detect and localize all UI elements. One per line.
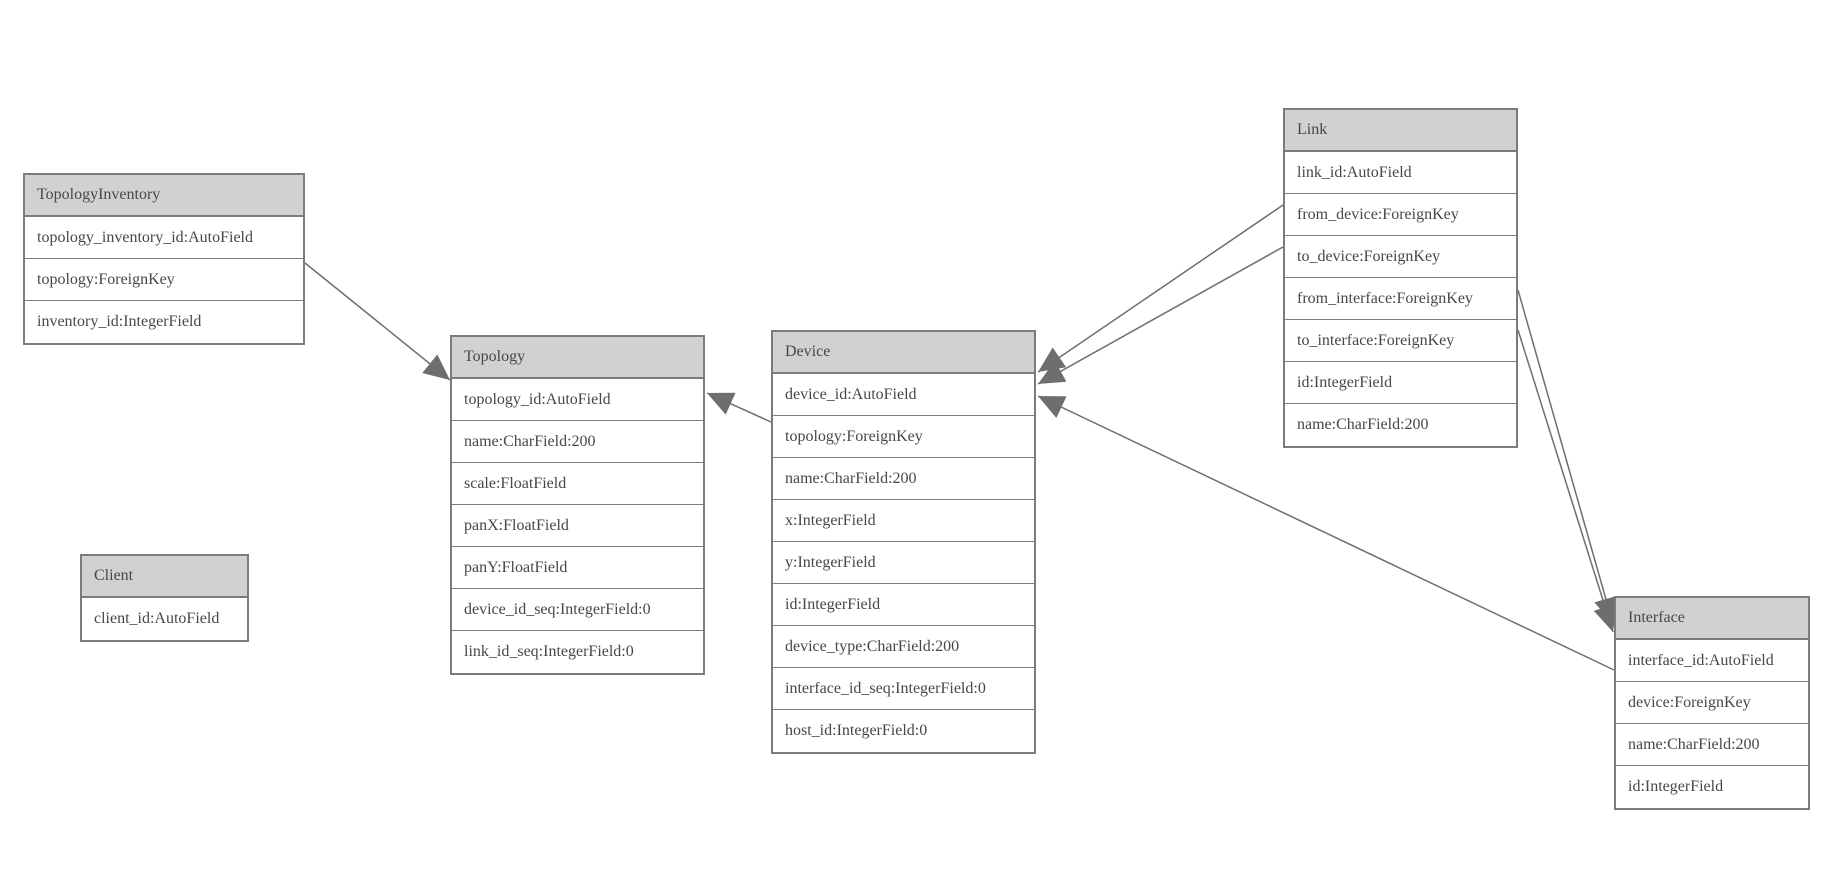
entity-interface-title: Interface bbox=[1616, 598, 1808, 640]
entity-link-field-to-device: to_device:ForeignKey bbox=[1285, 236, 1516, 278]
entity-topology-field-panX: panX:FloatField bbox=[452, 505, 703, 547]
entity-device-field-device-type: device_type:CharField:200 bbox=[773, 626, 1034, 668]
relationship-line-topologyinventory-topology bbox=[304, 262, 451, 381]
entity-link-title: Link bbox=[1285, 110, 1516, 152]
entity-device-field-name: name:CharField:200 bbox=[773, 458, 1034, 500]
relationship-line-link-from-device bbox=[1037, 204, 1284, 373]
entity-client-title: Client bbox=[82, 556, 247, 598]
entity-topologyinventory-field-topology-inventory-id: topology_inventory_id:AutoField bbox=[25, 217, 303, 259]
entity-interface-field-interface-id: interface_id:AutoField bbox=[1616, 640, 1808, 682]
relationship-line-link-from-interface bbox=[1517, 289, 1618, 625]
entity-topology-field-link-id-seq: link_id_seq:IntegerField:0 bbox=[452, 631, 703, 673]
entity-topology-field-name: name:CharField:200 bbox=[452, 421, 703, 463]
entity-topology-field-topology-id: topology_id:AutoField bbox=[452, 379, 703, 421]
entity-device-field-topology: topology:ForeignKey bbox=[773, 416, 1034, 458]
entity-interface-field-device: device:ForeignKey bbox=[1616, 682, 1808, 724]
entity-device-field-id: id:IntegerField bbox=[773, 584, 1034, 626]
relationship-line-device-topology bbox=[706, 392, 772, 423]
entity-topology-field-panY: panY:FloatField bbox=[452, 547, 703, 589]
entity-interface-field-id: id:IntegerField bbox=[1616, 766, 1808, 808]
entity-topologyinventory-field-topology: topology:ForeignKey bbox=[25, 259, 303, 301]
entity-link-field-from-interface: from_interface:ForeignKey bbox=[1285, 278, 1516, 320]
entity-link-field-id: id:IntegerField bbox=[1285, 362, 1516, 404]
entity-device-field-interface-id-seq: interface_id_seq:IntegerField:0 bbox=[773, 668, 1034, 710]
entity-link-field-name: name:CharField:200 bbox=[1285, 404, 1516, 446]
entity-topologyinventory-title: TopologyInventory bbox=[25, 175, 303, 217]
entity-device-field-x: x:IntegerField bbox=[773, 500, 1034, 542]
entity-interface-field-name: name:CharField:200 bbox=[1616, 724, 1808, 766]
entity-link-field-from-device: from_device:ForeignKey bbox=[1285, 194, 1516, 236]
entity-device-field-y: y:IntegerField bbox=[773, 542, 1034, 584]
entity-topologyinventory-field-inventory-id: inventory_id:IntegerField bbox=[25, 301, 303, 343]
entity-link-field-to-interface: to_interface:ForeignKey bbox=[1285, 320, 1516, 362]
entity-topology-field-device-id-seq: device_id_seq:IntegerField:0 bbox=[452, 589, 703, 631]
relationship-line-link-to-interface bbox=[1517, 329, 1617, 633]
relationship-line-link-to-device bbox=[1037, 246, 1284, 385]
entity-device-title: Device bbox=[773, 332, 1034, 374]
entity-topology-title: Topology bbox=[452, 337, 703, 379]
entity-device-field-host-id: host_id:IntegerField:0 bbox=[773, 710, 1034, 752]
entity-device-field-device-id: device_id:AutoField bbox=[773, 374, 1034, 416]
entity-topology-field-scale: scale:FloatField bbox=[452, 463, 703, 505]
entity-link-field-link-id: link_id:AutoField bbox=[1285, 152, 1516, 194]
entity-client-field-client-id: client_id:AutoField bbox=[82, 598, 247, 640]
